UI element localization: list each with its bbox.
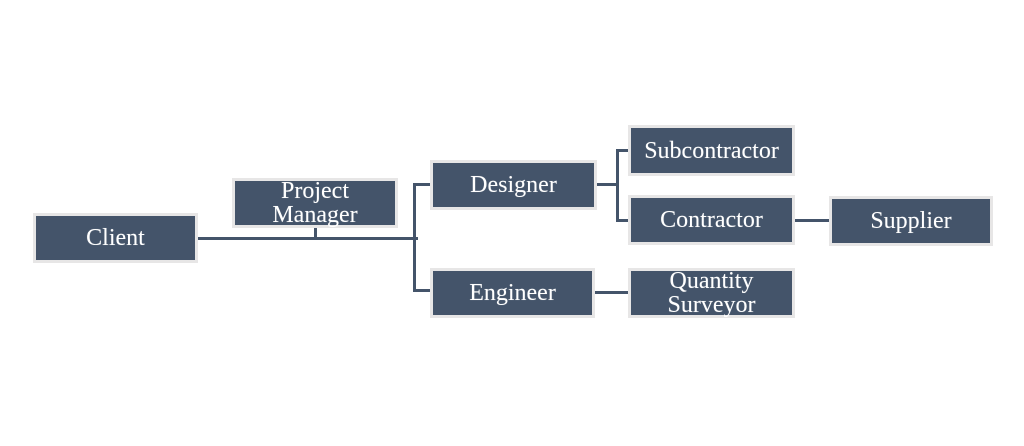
node-project-manager: Project Manager <box>232 178 398 228</box>
node-designer-label: Designer <box>470 172 557 198</box>
connector-client-to-trunk <box>198 237 418 240</box>
connector-bracket-to-subcontractor <box>616 149 630 152</box>
node-quantity-surveyor: Quantity Surveyor <box>628 268 795 318</box>
node-contractor-label: Contractor <box>660 207 763 233</box>
node-subcontractor-label: Subcontractor <box>644 137 779 164</box>
node-supplier: Supplier <box>829 196 993 246</box>
node-quantity-surveyor-label: Quantity Surveyor <box>667 268 756 318</box>
node-client: Client <box>33 213 198 263</box>
node-engineer-label: Engineer <box>469 280 556 306</box>
node-supplier-label: Supplier <box>870 208 952 234</box>
node-designer: Designer <box>430 160 597 210</box>
connector-designer-bracket-vertical <box>616 149 619 222</box>
connector-contractor-to-supplier <box>795 219 829 222</box>
connector-trunk-vertical <box>413 183 416 292</box>
node-client-label: Client <box>86 225 145 251</box>
node-subcontractor: Subcontractor <box>628 125 795 176</box>
node-project-manager-label: Project Manager <box>272 178 358 228</box>
connector-trunk-to-designer <box>413 183 432 186</box>
connector-designer-to-bracket <box>597 183 619 186</box>
node-engineer: Engineer <box>430 268 595 318</box>
connector-trunk-to-engineer <box>413 289 432 292</box>
node-contractor: Contractor <box>628 195 795 245</box>
connector-project-manager-stub <box>314 228 317 238</box>
connector-bracket-to-contractor <box>616 219 630 222</box>
connector-engineer-to-quantity-surveyor <box>595 291 628 294</box>
